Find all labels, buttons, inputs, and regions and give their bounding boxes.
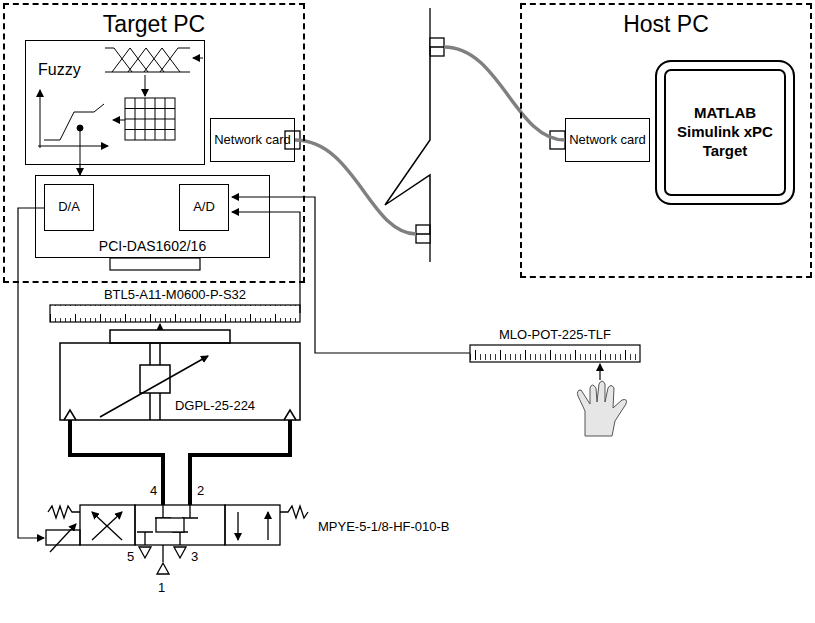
port-number: 2 — [197, 483, 204, 498]
port-number: 3 — [191, 549, 198, 564]
node-text: Target PC — [103, 11, 205, 38]
cylinder-drawing — [60, 330, 300, 420]
node-text: Network card — [569, 133, 646, 148]
valve-symbol — [46, 505, 308, 574]
label-holder: 5 — [127, 549, 134, 564]
network-card: Network card — [565, 118, 650, 162]
part-name: DGPL-25-224 — [175, 398, 255, 413]
software-box: MATLAB Simulink xPC Target — [655, 60, 795, 205]
label-holder: 2 — [197, 483, 204, 498]
label-holder: MPYE-5-1/8-HF-010-B — [318, 519, 449, 534]
daq-card: PCI-DAS1602/16 D/A A/D — [35, 175, 270, 258]
label-holder: BTL5-A11-M0600-P-S32 — [104, 287, 246, 302]
signal-wires — [18, 197, 470, 538]
network-symbol — [285, 8, 565, 262]
pneumatic-lines — [70, 420, 290, 505]
label-holder: MLO-POT-225-TLF — [499, 327, 611, 342]
connector-line — [79, 165, 80, 175]
fuzzy-internals — [38, 48, 203, 165]
card-edge — [110, 258, 200, 270]
potentiometer — [470, 345, 640, 436]
node-text: A/D — [193, 200, 215, 215]
node-text: Fuzzy — [38, 61, 81, 79]
label-holder: 3 — [191, 549, 198, 564]
node-text: Host PC — [623, 11, 709, 38]
node-text: MATLAB Simulink xPC Target — [675, 104, 775, 160]
part-name: MLO-POT-225-TLF — [499, 327, 611, 342]
converter-box: D/A — [44, 184, 94, 231]
connector-line — [385, 47, 444, 234]
node-text: Network card — [214, 133, 291, 148]
dashed-region: Target PC FuzzyNetwork cardPCI-DAS1602/16… — [3, 3, 305, 283]
port-number: 4 — [150, 483, 157, 498]
converter-box: A/D — [179, 184, 229, 231]
connector-line — [444, 47, 565, 140]
part-name: BTL5-A11-M0600-P-S32 — [104, 287, 246, 302]
node-text: D/A — [58, 200, 80, 215]
connector — [295, 47, 565, 234]
part-name: MPYE-5-1/8-HF-010-B — [318, 519, 449, 534]
node-text: PCI-DAS1602/16 — [99, 238, 206, 254]
port-number: 5 — [127, 549, 134, 564]
network-card: Network card — [210, 118, 295, 162]
controller-box: Fuzzy — [25, 40, 205, 165]
label-holder: 4 — [150, 483, 157, 498]
dashed-region: Host PC Network card MATLAB Simulink xPC T… — [520, 3, 812, 278]
label-holder: 1 — [158, 580, 165, 595]
connector — [80, 165, 81, 175]
linear-transducer — [50, 305, 300, 330]
port-number: 1 — [158, 580, 165, 595]
label-holder: DGPL-25-224 — [175, 398, 255, 413]
